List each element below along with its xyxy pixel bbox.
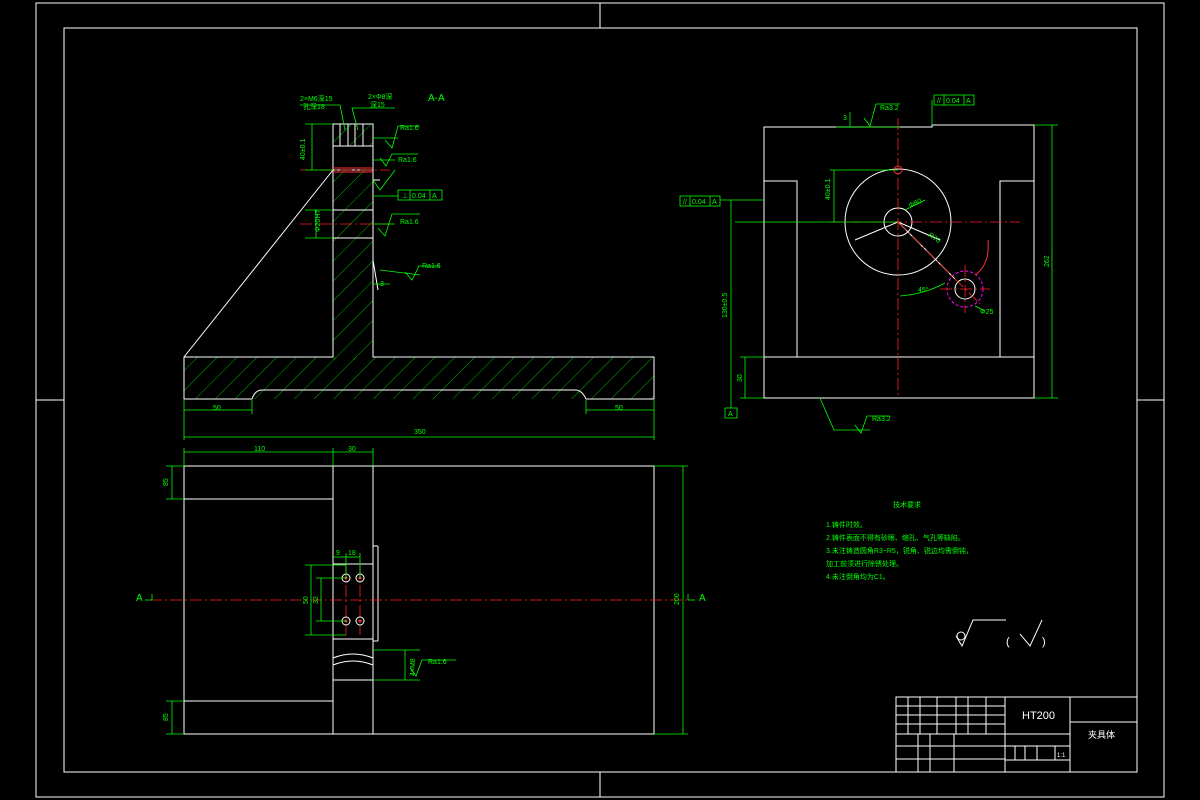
radius-dim: R70 <box>927 232 942 245</box>
d50-dim: 50 <box>303 596 310 604</box>
tol-datum: A <box>432 193 437 200</box>
title-block: HT200 夹具体 1:1 <box>895 696 1138 773</box>
view-mark-left: A <box>136 593 143 604</box>
plan-view: 110 30 85 85 200 9 18 50 32 4×M8 Ra1.6 A… <box>136 446 706 735</box>
ra-bottom: Ra3.2 <box>872 416 891 423</box>
total-dim: 350 <box>414 429 426 436</box>
angle-dim: 45° <box>918 286 929 294</box>
roughness-paren-right: ) <box>1042 636 1046 648</box>
section-view: A-A 2×M6深15 孔深18 2×Φ8深 深15 40±0.1 Φ20H7 … <box>183 92 655 440</box>
d18-dim: 18 <box>348 550 356 557</box>
h200-dim: 200 <box>674 593 681 605</box>
right-view: Ra3.2 // 0.04 A // 0.04 A 3 Φ80 Φ25 45° … <box>679 94 1058 434</box>
section-label: A-A <box>428 93 445 104</box>
tol-top-datum: A <box>966 98 971 105</box>
step-dim: 3 <box>380 281 384 288</box>
tech-req-title: 技术要求 <box>893 500 921 509</box>
view-mark-right: A <box>699 593 706 604</box>
datum-letter: A <box>728 411 733 418</box>
ra4-dim: Ra1.6 <box>422 263 441 270</box>
w50l-dim: 50 <box>213 405 221 412</box>
tech-req-item-2: 2.铸件表面不得有砂眼、缩孔、气孔等缺陷。 <box>826 533 965 542</box>
scale-cell: 1:1 <box>1057 753 1066 759</box>
tol-left-datum: A <box>712 199 717 206</box>
d32-dim: 32 <box>313 596 320 604</box>
part-name: 夹具体 <box>1088 729 1115 740</box>
w262-dim: 262 <box>1044 255 1051 267</box>
ra1-dim: Ra1.6 <box>400 125 419 132</box>
hole2-dim: 2×Φ8深 <box>368 92 392 101</box>
material-label: HT200 <box>1022 710 1055 722</box>
tol-top-sym: // <box>937 98 941 105</box>
big-circle-dim: Φ80 <box>908 198 923 210</box>
v40-dim: 40±0.1 <box>825 179 832 200</box>
hole2b-dim: 深15 <box>370 100 385 109</box>
tol-top-val: 0.04 <box>946 98 960 105</box>
w110-dim: 110 <box>254 446 265 453</box>
roughness-paren-left: ( <box>1006 636 1010 648</box>
sheet-border <box>35 2 1165 798</box>
v1-dim: 40±0.1 <box>300 139 307 160</box>
dm-dim: 4×M8 <box>410 658 417 676</box>
tech-req-item-3: 3.未注铸造圆角R3~R5，锐角、锐边均需倒钝， <box>826 546 973 555</box>
tech-req-item-4: 加工前须进行除锈处理。 <box>826 559 903 568</box>
tol-sym: ⊥ <box>402 193 408 200</box>
hole1b-dim: 孔深18 <box>303 102 325 111</box>
tol-left-sym: // <box>683 199 687 206</box>
w50r-dim: 50 <box>615 405 623 412</box>
hole-small-dim: Φ25 <box>980 309 993 316</box>
general-roughness: ( ) <box>955 619 1046 648</box>
v2-dim: Φ20H7 <box>315 210 322 232</box>
hole1-dim: 2×M6深15 <box>300 94 333 103</box>
v130-dim: 130±0.5 <box>722 293 729 318</box>
plan-ra: Ra1.6 <box>428 659 447 666</box>
h85b-dim: 85 <box>163 713 170 721</box>
d9-dim: 9 <box>336 550 340 557</box>
v30-dim: 30 <box>737 374 744 382</box>
tech-req-item-5: 4.未注倒角均为C1。 <box>826 572 890 581</box>
h85t-dim: 85 <box>163 478 170 486</box>
tech-req-item-1: 1.铸件时效。 <box>826 520 867 529</box>
bolt-holes <box>341 573 365 626</box>
ra2-dim: Ra1.6 <box>398 157 417 164</box>
w30-dim: 30 <box>348 446 356 453</box>
tol-left-val: 0.04 <box>692 199 706 206</box>
ra3-dim: Ra1.6 <box>400 219 419 226</box>
h-top-dim: 3 <box>843 115 847 122</box>
tol-val: 0.04 <box>412 193 426 200</box>
tech-requirements: 技术要求 1.铸件时效。 2.铸件表面不得有砂眼、缩孔、气孔等缺陷。 3.未注铸… <box>826 500 973 581</box>
ra-top: Ra3.2 <box>880 105 899 112</box>
